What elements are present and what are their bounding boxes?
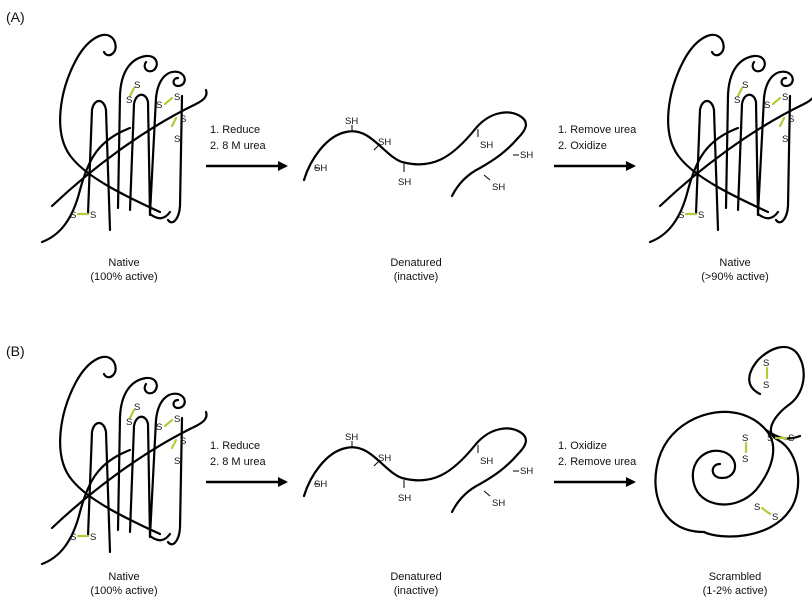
step2-b-line2: 2. Remove urea — [558, 456, 637, 468]
thiol-label: SH — [398, 493, 411, 504]
sulfur-label: S — [174, 456, 180, 467]
sulfur-label: S — [764, 100, 770, 111]
sulfur-label: S — [742, 433, 748, 444]
sulfur-label: S — [782, 92, 788, 103]
sulfur-label: S — [126, 95, 132, 106]
step1-line2: 2. 8 M urea — [210, 140, 267, 152]
thiol-label: SH — [520, 466, 533, 477]
sulfur-label: S — [763, 358, 769, 369]
thiol-label: SH — [314, 479, 327, 490]
thiol-label: SH — [480, 456, 493, 467]
sulfur-label: S — [174, 134, 180, 145]
denatured-chain: SH SH SH SH SH SH SH — [304, 112, 533, 196]
scrambled-protein: S S S S S S S S — [655, 347, 803, 537]
thiol-label: SH — [314, 163, 327, 174]
sulfur-label: S — [180, 436, 186, 447]
step2-line1: 1. Remove urea — [558, 124, 637, 136]
thiol-label: SH — [492, 498, 505, 509]
sulfur-label: S — [698, 210, 704, 221]
thiol-label: SH — [492, 182, 505, 193]
sulfur-label: S — [180, 114, 186, 125]
denatured-chain-b: SH SH SH SH SH SH SH — [304, 428, 533, 512]
disulfide-bond — [172, 118, 176, 126]
denatured-title: Denatured — [390, 257, 441, 269]
sulfur-label: S — [90, 210, 96, 221]
native-right-subtitle: (>90% active) — [701, 271, 769, 283]
panel-b: (B) S S S S S S S S Native (100% active)… — [6, 343, 804, 597]
native-protein-left-b: S S S S S S S S — [42, 357, 207, 564]
native-right-title: Native — [719, 257, 750, 269]
step2-b-line1: 1. Oxidize — [558, 440, 607, 452]
disulfide-bond — [773, 98, 780, 104]
sulfur-label: S — [742, 80, 748, 91]
step1-b-line1: 1. Reduce — [210, 440, 260, 452]
sulfur-label: S — [767, 433, 773, 444]
denatured-b-title: Denatured — [390, 571, 441, 583]
sulfur-label: S — [742, 454, 748, 465]
step1-line1: 1. Reduce — [210, 124, 260, 136]
thiol-label: SH — [398, 177, 411, 188]
sulfur-label: S — [126, 417, 132, 428]
sulfur-label: S — [754, 502, 760, 513]
sulfur-label: S — [70, 210, 76, 221]
disulfide-bond — [165, 420, 172, 426]
thiol-label: SH — [345, 432, 358, 443]
disulfide-bond — [165, 98, 172, 104]
native-left-title: Native — [108, 257, 139, 269]
native-protein-right: S S S S S S S S — [650, 35, 812, 242]
sulfur-label: S — [772, 512, 778, 523]
sulfur-label: S — [174, 92, 180, 103]
thiol-label: SH — [345, 116, 358, 127]
native-left-b-subtitle: (100% active) — [90, 585, 157, 597]
sulfur-label: S — [156, 422, 162, 433]
denatured-b-subtitle: (inactive) — [394, 585, 439, 597]
native-left-subtitle: (100% active) — [90, 271, 157, 283]
scrambled-title: Scrambled — [709, 571, 762, 583]
denatured-subtitle: (inactive) — [394, 271, 439, 283]
disulfide-bond — [780, 118, 784, 126]
sulfur-label: S — [134, 402, 140, 413]
sulfur-label: S — [156, 100, 162, 111]
sulfur-label: S — [70, 532, 76, 543]
step2-line2: 2. Oxidize — [558, 140, 607, 152]
sulfur-label: S — [782, 134, 788, 145]
native-left-b-title: Native — [108, 571, 139, 583]
thiol-label: SH — [378, 137, 391, 148]
sulfur-label: S — [788, 433, 794, 444]
sulfur-label: S — [678, 210, 684, 221]
panel-a-label: (A) — [6, 9, 25, 25]
step1-b-line2: 2. 8 M urea — [210, 456, 267, 468]
thiol-label: SH — [378, 453, 391, 464]
thiol-label: SH — [520, 150, 533, 161]
sulfur-label: S — [788, 114, 794, 125]
sulfur-label: S — [90, 532, 96, 543]
sulfur-label: S — [763, 380, 769, 391]
panel-b-label: (B) — [6, 343, 25, 359]
sulfur-label: S — [174, 414, 180, 425]
thiol-label: SH — [480, 140, 493, 151]
disulfide-bond — [762, 508, 770, 514]
native-protein-left: S S S S S S S S — [42, 35, 207, 242]
sulfur-label: S — [734, 95, 740, 106]
sulfur-label: S — [134, 80, 140, 91]
disulfide-bond — [172, 440, 176, 448]
scrambled-subtitle: (1-2% active) — [703, 585, 768, 597]
panel-a: (A) S S S S S S S S Native (100% active)… — [6, 9, 812, 283]
